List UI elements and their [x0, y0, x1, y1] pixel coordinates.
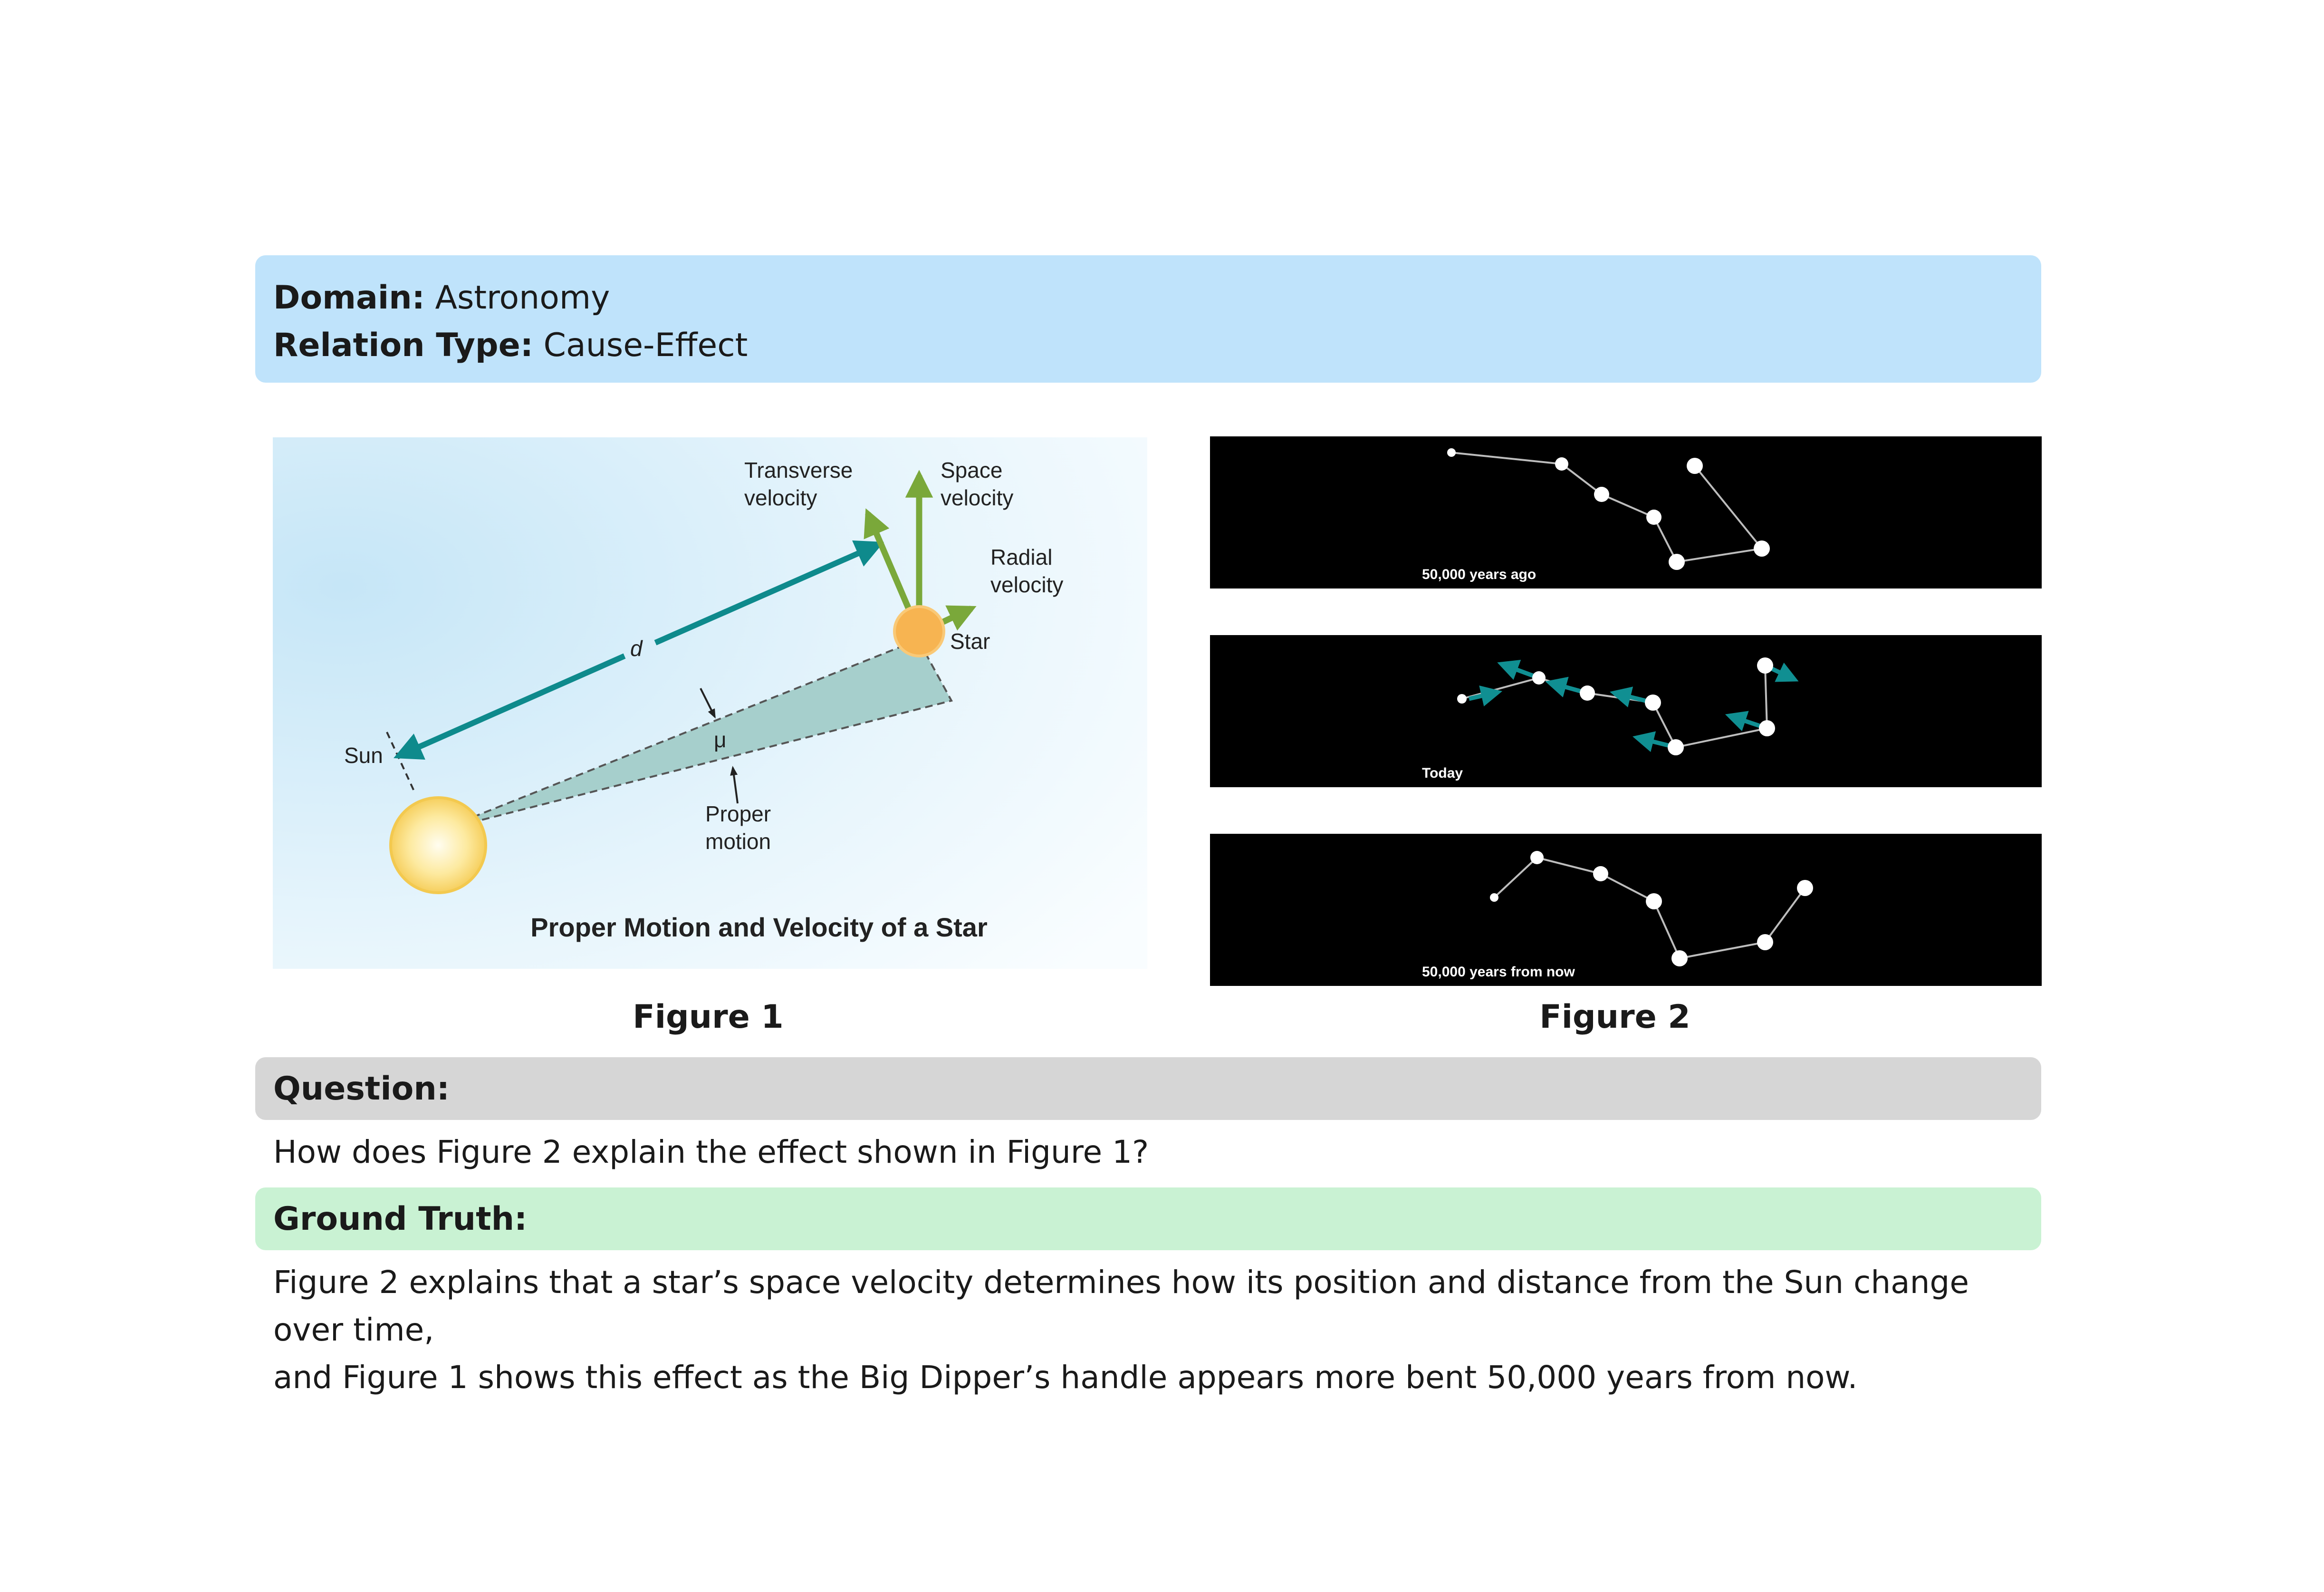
figure-1-title: Proper Motion and Velocity of a Star	[530, 912, 988, 942]
label-sun: Sun	[344, 743, 383, 768]
proper-motion-wedge	[438, 638, 953, 832]
domain-value: Astronomy	[435, 279, 610, 317]
label-space-1: Space	[941, 458, 1002, 482]
future-star	[1530, 851, 1544, 864]
panel-past-label: 50,000 years ago	[1422, 567, 1536, 582]
today-star	[1580, 685, 1595, 701]
label-star: Star	[950, 629, 990, 654]
panel-future: 50,000 years from now	[1210, 834, 2042, 986]
distance-arrow-left	[394, 653, 626, 760]
past-star	[1687, 458, 1703, 474]
ground-truth-line-1: Figure 2 explains that a star’s space ve…	[273, 1264, 1969, 1348]
label-transverse-2: velocity	[744, 485, 817, 510]
figure-2-big-dipper: 50,000 years ago Today	[1210, 436, 2042, 986]
domain-line: Domain: Astronomy	[273, 274, 2023, 322]
label-radial-1: Radial	[990, 545, 1052, 569]
future-star	[1757, 934, 1773, 950]
info-header: Domain: Astronomy Relation Type: Cause-E…	[255, 255, 2041, 383]
past-star	[1669, 554, 1685, 570]
today-star	[1532, 671, 1546, 685]
future-star	[1593, 866, 1608, 881]
mu-pointer-top	[700, 688, 716, 719]
ground-truth-label: Ground Truth:	[273, 1200, 528, 1238]
panel-today-label: Today	[1422, 765, 1463, 781]
future-star	[1671, 950, 1688, 966]
question-label: Question:	[273, 1070, 450, 1108]
ground-truth-text: Figure 2 explains that a star’s space ve…	[273, 1259, 2041, 1401]
past-star	[1646, 510, 1661, 525]
label-transverse-1: Transverse	[744, 458, 853, 482]
future-star	[1490, 893, 1498, 902]
panel-past-background	[1210, 436, 2042, 589]
today-star	[1645, 695, 1661, 711]
figure-2-caption: Figure 2	[1539, 998, 1690, 1036]
today-star	[1668, 739, 1684, 755]
relation-line: Relation Type: Cause-Effect	[273, 322, 2023, 369]
panel-past: 50,000 years ago	[1210, 436, 2042, 589]
star-icon	[893, 605, 945, 657]
label-mu: μ	[714, 727, 727, 752]
panel-today: Today	[1210, 635, 2042, 787]
domain-label: Domain:	[273, 279, 425, 317]
label-proper-2: motion	[705, 829, 771, 854]
label-radial-2: velocity	[990, 572, 1063, 597]
mu-pointer-bottom	[730, 766, 739, 804]
label-proper-1: Proper	[705, 801, 771, 826]
past-star	[1594, 487, 1609, 502]
ground-truth-line-2: and Figure 1 shows this effect as the Bi…	[273, 1359, 1858, 1396]
past-star	[1555, 457, 1568, 471]
today-star	[1759, 720, 1775, 736]
future-star	[1646, 893, 1662, 909]
past-star	[1754, 540, 1770, 557]
future-star	[1797, 880, 1813, 896]
figure-1-diagram: Transverse velocity Space velocity Radia…	[273, 437, 1147, 969]
panel-future-background	[1210, 834, 2042, 986]
relation-label: Relation Type:	[273, 327, 533, 364]
figure-1-caption: Figure 1	[633, 998, 784, 1036]
today-star	[1457, 694, 1467, 704]
label-distance: d	[630, 636, 643, 661]
today-star	[1757, 657, 1773, 674]
label-space-2: velocity	[941, 485, 1013, 510]
ground-truth-header: Ground Truth:	[255, 1187, 2041, 1250]
question-text: How does Figure 2 explain the effect sho…	[273, 1134, 1149, 1170]
sun-icon	[389, 796, 487, 894]
panel-today-background	[1210, 635, 2042, 787]
figure-1-background	[273, 437, 1147, 969]
relation-value: Cause-Effect	[543, 327, 748, 364]
question-header: Question:	[255, 1057, 2041, 1120]
motion-arrow	[1468, 685, 1503, 706]
panel-future-label: 50,000 years from now	[1422, 964, 1575, 980]
past-star	[1447, 448, 1456, 457]
distance-arrow-right	[654, 540, 884, 646]
